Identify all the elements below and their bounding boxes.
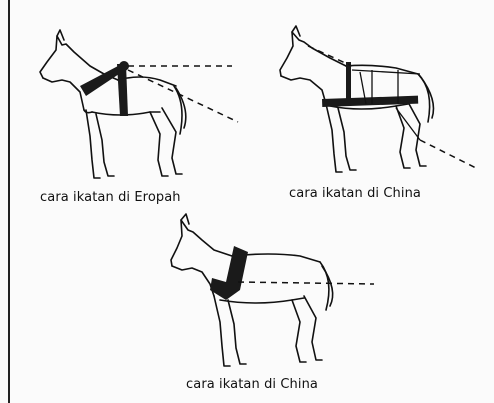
traces-china-bottom (238, 282, 374, 284)
caption-china-top: cara ikatan di China (289, 186, 421, 201)
harness-china-top (322, 62, 418, 107)
caption-china-bottom: cara ikatan di China (186, 377, 318, 392)
caption-europe: cara ikatan di Eropah (40, 190, 181, 205)
horse-europe (40, 30, 186, 178)
horse-china-bottom (171, 214, 333, 366)
harness-china-bottom (210, 246, 248, 300)
harness-europe (80, 61, 129, 116)
